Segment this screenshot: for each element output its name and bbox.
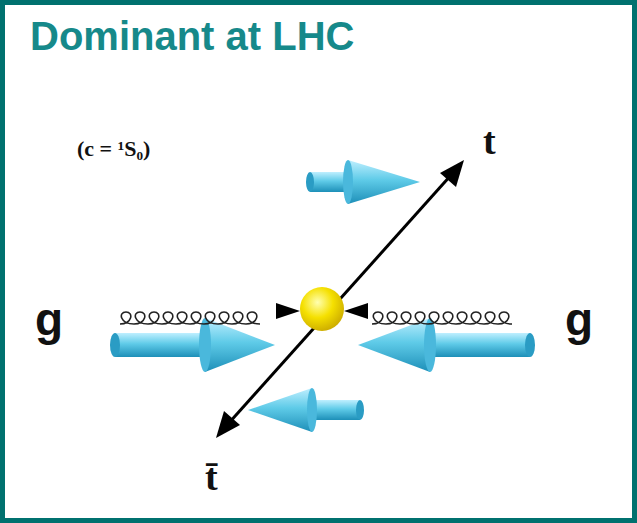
title: Dominant at LHC [30,14,354,58]
state-label: (c = ¹S₀) [77,137,150,161]
arrowhead [216,411,240,438]
arrowhead [276,303,300,319]
gluon-line [372,312,512,324]
momentum-arrow [110,318,275,372]
interaction-vertex [300,287,344,331]
process-illustration [5,5,632,518]
particle-label: g [35,294,63,345]
momentum-arrow [358,318,535,372]
top-pair-axis [228,174,452,424]
momentum-arrow [248,388,364,432]
arrowhead [344,303,368,319]
particle-label: t̄ [205,457,218,499]
gluon-line [120,312,260,324]
particle-label: t [483,121,496,163]
particle-label: g [565,294,593,345]
arrowhead [440,160,464,187]
momentum-arrow [306,160,420,204]
